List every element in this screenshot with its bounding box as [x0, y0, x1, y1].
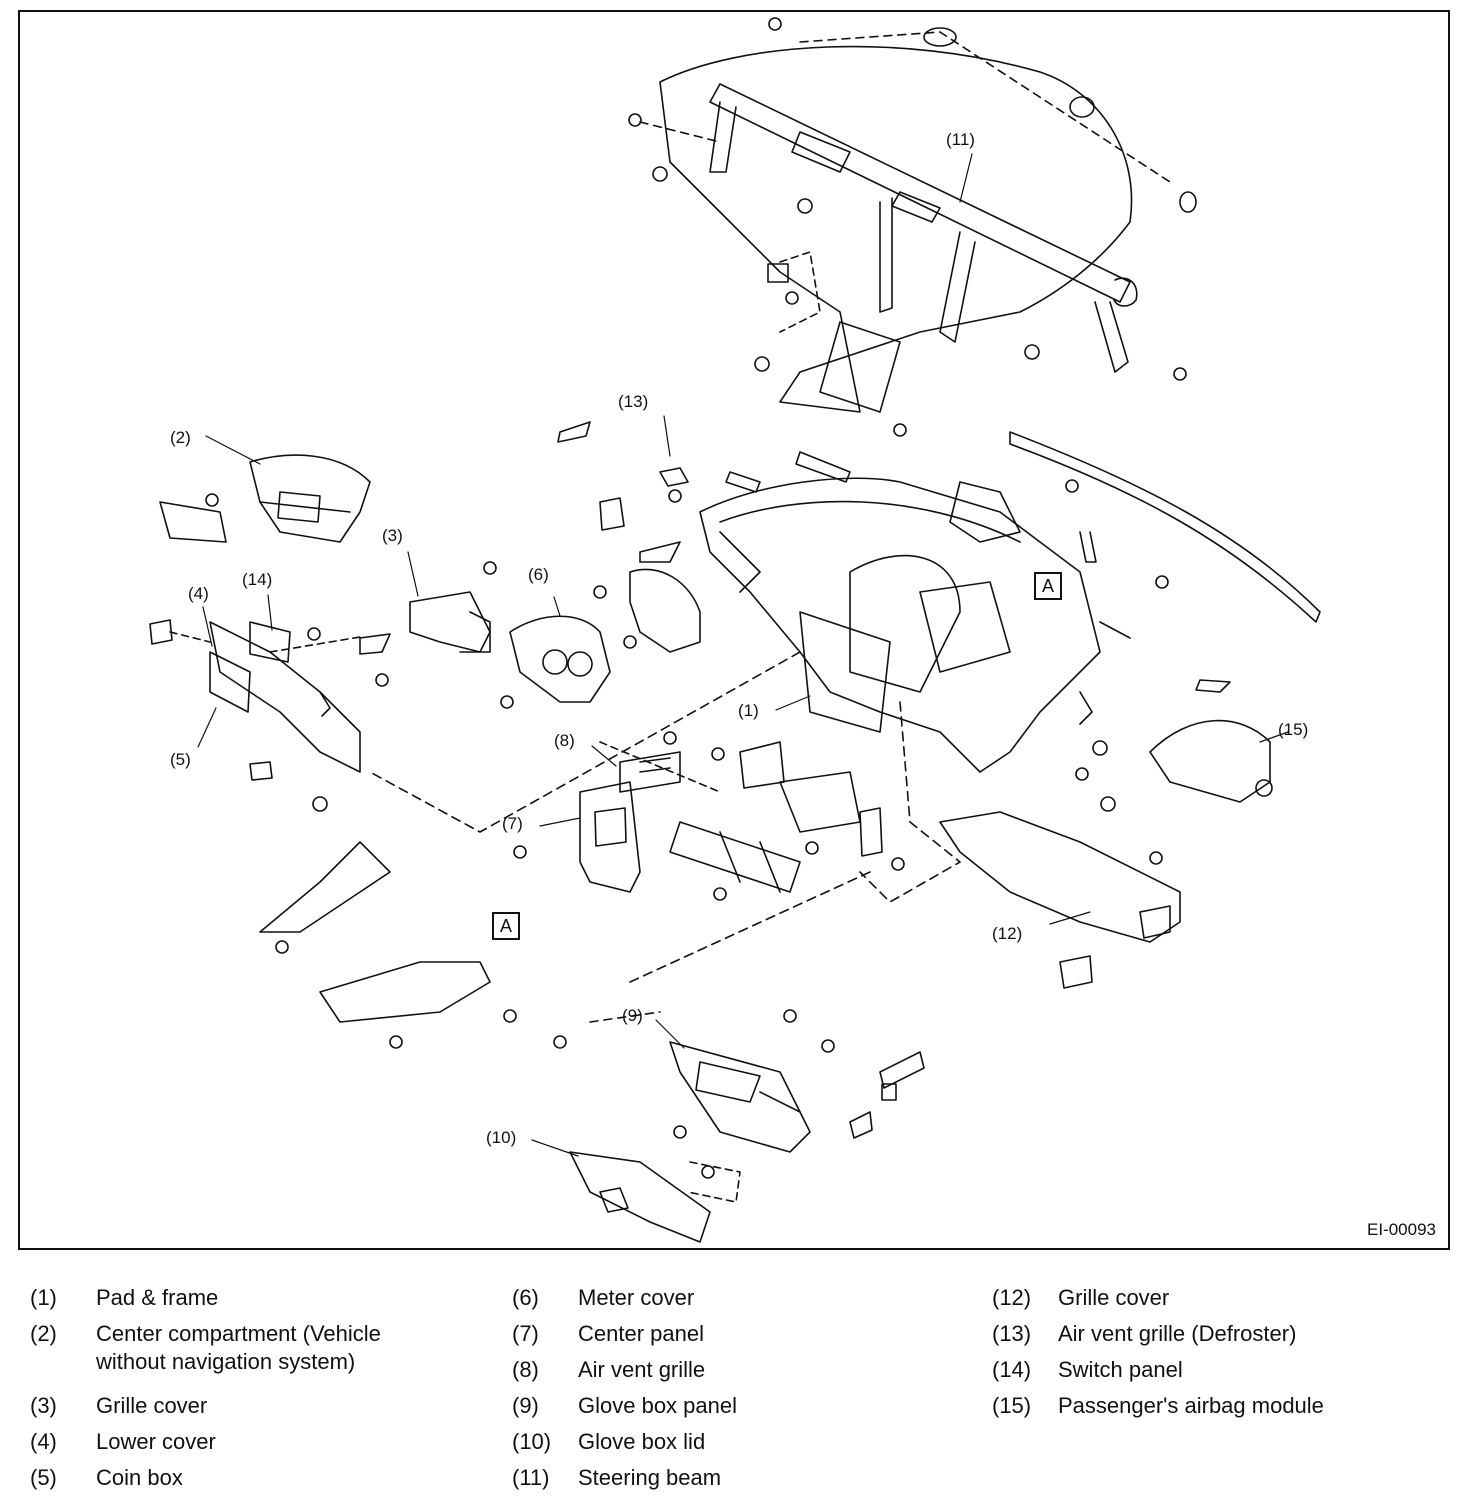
callout-14: (14)	[242, 570, 273, 589]
callout-6: (6)	[528, 565, 549, 584]
steering-beam-drawing	[628, 17, 1197, 413]
legend-number: (11)	[512, 1465, 550, 1490]
callout-4: (4)	[188, 584, 209, 603]
callout-7: (7)	[502, 814, 523, 833]
legend-number: (7)	[512, 1321, 539, 1346]
callout-13: (13)	[618, 392, 649, 411]
legend-name: Steering beam	[578, 1465, 722, 1490]
callout-10: (10)	[486, 1128, 517, 1147]
legend-number: (6)	[512, 1285, 539, 1310]
callout-12: (12)	[992, 924, 1023, 943]
diagram-frame: (11) (2) (13) (3) (6) (4) (14) (1) (8) (…	[18, 10, 1450, 1250]
figure-code: EI-00093	[1367, 1220, 1436, 1239]
glove-box-panel-drawing	[553, 1009, 925, 1153]
lower-panels-drawing	[259, 821, 871, 1049]
legend-name: Grille cover	[1058, 1285, 1170, 1310]
legend-number: (13)	[992, 1321, 1032, 1346]
legend-number: (12)	[992, 1285, 1032, 1310]
legend-name: Grille cover	[96, 1393, 208, 1418]
legend-number: (1)	[30, 1285, 57, 1310]
grille-cover-left-drawing	[409, 561, 497, 653]
glove-box-lid-drawing	[569, 1125, 741, 1243]
meter-cover-drawing	[500, 497, 701, 709]
legend-number: (15)	[992, 1393, 1032, 1418]
legend-name: Center panel	[578, 1321, 704, 1346]
detail-marker-a-lower: A	[492, 912, 520, 940]
legend-number: (5)	[30, 1465, 57, 1490]
legend-name: Switch panel	[1058, 1357, 1183, 1382]
detail-marker-a-upper: A	[1034, 572, 1062, 600]
callout-9: (9)	[622, 1006, 643, 1025]
legend-name: Coin box	[96, 1465, 183, 1490]
callout-15: (15)	[1278, 720, 1309, 739]
parts-legend: (1) Pad & frame (2) Center compartment (Ve…	[0, 1280, 1472, 1500]
pad-and-frame-drawing	[369, 421, 1321, 903]
callout-1: (1)	[738, 701, 759, 720]
airbag-module-drawing	[711, 719, 1273, 871]
callout-8: (8)	[554, 731, 575, 750]
legend-name: Air vent grille (Defroster)	[1058, 1321, 1297, 1346]
legend-name: Passenger's airbag module	[1058, 1393, 1324, 1418]
legend-number: (9)	[512, 1393, 539, 1418]
legend-name: Air vent grille	[578, 1357, 706, 1382]
callout-3: (3)	[382, 526, 403, 545]
legend-number: (10)	[512, 1429, 552, 1454]
legend-name: Glove box lid	[578, 1429, 706, 1454]
legend-number: (2)	[30, 1321, 57, 1346]
legend-name: Meter cover	[578, 1285, 695, 1310]
callout-2: (2)	[170, 428, 191, 447]
leader-lines	[197, 153, 1289, 1157]
callout-11: (11)	[946, 130, 975, 149]
legend-number: (14)	[992, 1357, 1032, 1382]
lower-cover-drawing	[149, 619, 391, 812]
legend-number: (4)	[30, 1429, 57, 1454]
legend-name: Pad & frame	[96, 1285, 219, 1310]
legend-name: Center compartment (Vehicle without navi…	[96, 1321, 381, 1374]
center-panel-drawing	[513, 731, 721, 893]
legend-name: Glove box panel	[578, 1393, 737, 1418]
legend-number: (3)	[30, 1393, 57, 1418]
legend-name: Lower cover	[96, 1429, 216, 1454]
exploded-view-drawing	[149, 17, 1321, 1243]
legend-number: (8)	[512, 1357, 539, 1382]
callout-5: (5)	[170, 750, 191, 769]
center-compartment-drawing	[159, 454, 371, 543]
grille-cover-right-drawing	[939, 811, 1181, 989]
